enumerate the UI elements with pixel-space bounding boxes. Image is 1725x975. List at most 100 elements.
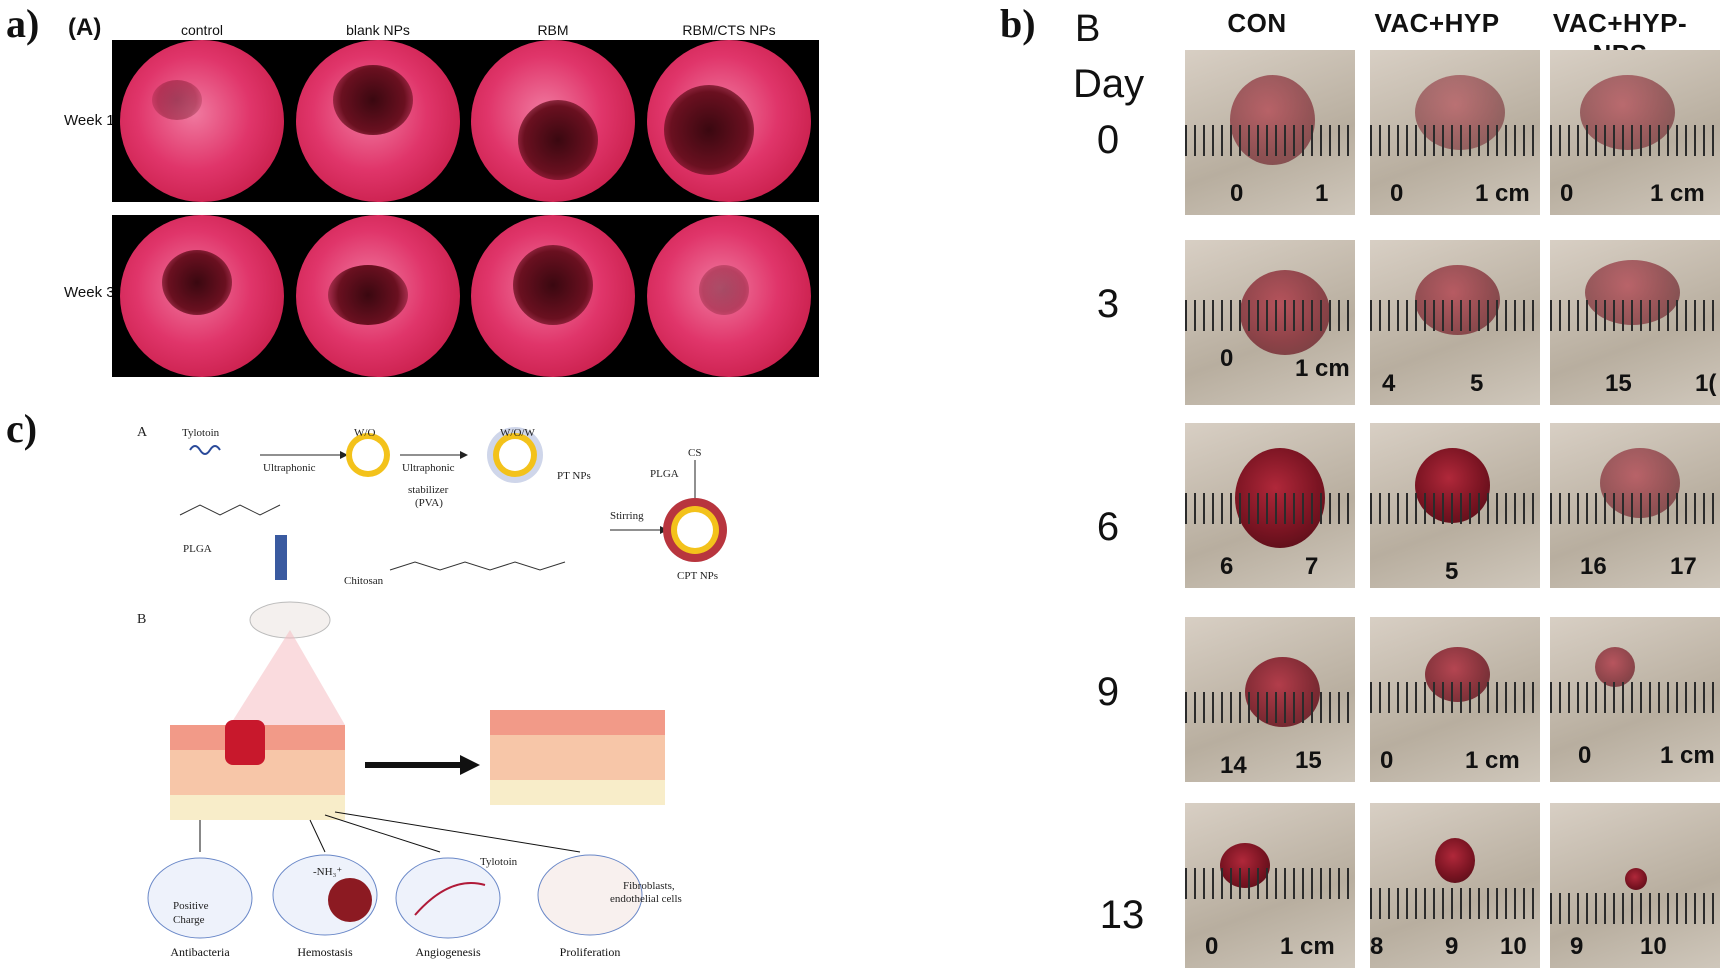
wound-photo-vachypnps-day3: 15 1(: [1550, 240, 1720, 405]
panel-a-sublabel: (A): [68, 14, 102, 41]
cs-label: CS: [688, 447, 702, 459]
ruler-number: 1 cr: [1315, 180, 1338, 215]
section-b-label: B: [137, 612, 147, 627]
ruler-number: 17: [1670, 553, 1697, 580]
wo-label: W/O: [354, 427, 376, 439]
endoscopy-image-control-week1: [112, 40, 292, 202]
panel-b-sublabel: B: [1075, 8, 1101, 50]
day-label-0: 0: [1096, 118, 1120, 162]
col-header-con: CON: [1227, 8, 1287, 38]
pva-label: (PVA): [415, 497, 443, 509]
wound-photo-vachypnps-day13: 9 10: [1550, 803, 1720, 968]
ruler-number: 10: [1640, 933, 1667, 960]
ruler-number: 0: [1390, 180, 1404, 207]
ruler-number: 5: [1445, 558, 1459, 585]
ruler-number: 15: [1605, 370, 1632, 397]
col-header-rbm: RBM: [537, 22, 569, 38]
pt-nps-label: PT NPs: [557, 470, 591, 482]
ruler-number: 1(: [1695, 370, 1717, 397]
plga-label: PLGA: [183, 543, 212, 555]
wound-photo-vachypnps-day9: 0 1 cm: [1550, 617, 1720, 782]
ruler-number: 6: [1220, 553, 1234, 580]
col-header-blank-nps: blank NPs: [346, 22, 410, 38]
cpt-nps-label: CPT NPs: [677, 570, 719, 582]
ruler-number: 9: [1445, 933, 1459, 960]
outcome-angiogenesis: Angiogenesis: [415, 945, 481, 959]
day-label-13: 13: [1099, 893, 1145, 937]
nh3-label: -NH₃⁺: [313, 866, 343, 878]
col-header-control: control: [180, 22, 224, 38]
endoscopy-image-rbm-week3: [463, 215, 643, 377]
ruler-number: 1 cm: [1280, 933, 1335, 960]
wound-photo-con-day3: 0 1 cm: [1185, 240, 1355, 405]
nanoparticle-synthesis-schematic: [179, 427, 727, 571]
panel-c-label: c): [6, 406, 38, 451]
ruler-number: 14: [1220, 752, 1247, 779]
wound-photo-vachyp-day9: 0 1 cm: [1370, 617, 1540, 782]
wow-label: W/O/W: [500, 427, 535, 439]
section-a-label: A: [137, 425, 148, 440]
positive-charge-label-2: Charge: [173, 914, 205, 926]
wound-photo-con-day13: 0 1 cm: [1185, 803, 1355, 968]
outcome-proliferation: Proliferation: [559, 945, 621, 959]
ruler-number: 0: [1578, 742, 1592, 769]
stabilizer-label: stabilizer: [408, 484, 449, 496]
fibroblasts-label-1: Fibroblasts,: [623, 880, 675, 892]
wound-photo-vachypnps-day0: 0 1 cm: [1550, 50, 1720, 215]
ruler-number: 1 cm: [1475, 180, 1530, 207]
ruler-number: 8: [1370, 933, 1384, 960]
ruler-number: 0: [1230, 180, 1244, 207]
tylotoin-small-label: Tylotoin: [480, 856, 518, 868]
row-label-week-3: Week 3: [64, 284, 115, 301]
stirring-label: Stirring: [610, 510, 644, 522]
wound-photo-con-day0: 0 1 cr: [1185, 50, 1355, 215]
endoscopy-image-rbm-week1: [463, 40, 643, 202]
wound-photo-vachyp-day0: 0 1 cm: [1370, 50, 1540, 215]
ruler-number: 15: [1295, 747, 1322, 774]
day-label-3: 3: [1096, 282, 1120, 326]
ruler-number: 7: [1305, 553, 1319, 580]
ruler-number: 0: [1220, 345, 1234, 372]
col-header-vac-hyp: VAC+HYP: [1374, 8, 1500, 38]
ultraphonic-label-2: Ultraphonic: [402, 462, 455, 474]
ruler-number: 0: [1205, 933, 1219, 960]
endoscopy-image-rbmcts-week1: [639, 40, 819, 202]
positive-charge-label-1: Positive: [173, 900, 209, 912]
tylotoin-label: Tylotoin: [182, 427, 220, 439]
ruler-number: 1 cm: [1650, 180, 1705, 207]
ruler-number: 0: [1560, 180, 1574, 207]
outcome-antibacteria: Antibacteria: [170, 945, 230, 959]
ruler-number: 0: [1380, 747, 1394, 774]
fibroblasts-label-2: endothelial cells: [610, 893, 682, 905]
chitosan-label: Chitosan: [344, 575, 384, 587]
endoscopy-image-control-week3: [112, 215, 292, 377]
ruler-number: 1 cm: [1660, 742, 1715, 769]
wound-healing-illustration: [147, 535, 665, 939]
ruler-number: 5: [1470, 370, 1484, 397]
outcome-hemostasis: Hemostasis: [297, 945, 353, 959]
panel-a-label: a): [6, 1, 40, 46]
day-label-6: 6: [1096, 505, 1120, 549]
endoscopy-image-rbmcts-week3: [639, 215, 819, 377]
plga-shell-label: PLGA: [650, 468, 679, 480]
endoscopy-image-blank-week3: [288, 215, 468, 377]
day-label-9: 9: [1096, 670, 1120, 714]
wound-photo-vachyp-day6: 5: [1370, 423, 1540, 588]
panel-b-label: b): [1000, 1, 1036, 46]
col-header-rbm-cts-nps: RBM/CTS NPs: [682, 22, 776, 38]
ruler-number: 9: [1570, 933, 1584, 960]
endoscopy-image-blank-week1: [288, 40, 468, 202]
wound-photo-con-day9: 14 15: [1185, 617, 1355, 782]
ruler-number: 4: [1382, 370, 1396, 397]
row-label-week-1: Week 1: [64, 112, 115, 129]
wound-photo-vachyp-day13: 8 9 10: [1370, 803, 1540, 968]
ruler-number: 10: [1500, 933, 1527, 960]
ultraphonic-label-1: Ultraphonic: [263, 462, 316, 474]
ruler-number: 16: [1580, 553, 1607, 580]
ruler-number: 1 cm: [1295, 355, 1350, 382]
ruler-number: 1 cm: [1465, 747, 1520, 774]
day-axis-label: Day: [1073, 62, 1145, 106]
